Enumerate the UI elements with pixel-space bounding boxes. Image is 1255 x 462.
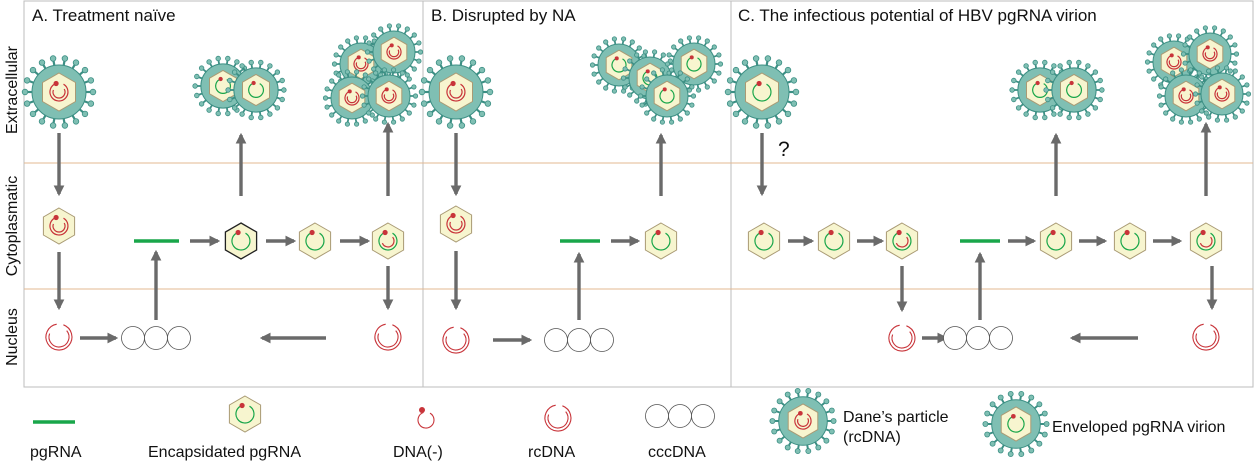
- c-capsid-2: [817, 222, 851, 260]
- legend-dane-label-2: (rcDNA): [843, 429, 901, 446]
- c-dane-cluster-4: [1192, 65, 1252, 123]
- legend-cccdna-symbol: [645, 404, 715, 428]
- label-cytoplasmatic: Cytoplasmatic: [4, 176, 21, 276]
- legend-encapsidated-symbol: [228, 395, 262, 433]
- c-recycled-rcdna: [1192, 323, 1220, 351]
- panel-a-title: A. Treatment naïve: [32, 6, 176, 25]
- label-nucleus: Nucleus: [4, 308, 21, 366]
- label-extracellular: Extracellular: [4, 45, 21, 134]
- c-capsid-1: [747, 222, 781, 260]
- legend-cccdna-label: cccDNA: [648, 444, 706, 461]
- panel-b-title: B. Disrupted by NA: [431, 6, 576, 25]
- a-nucleus-rcdna: [45, 323, 73, 351]
- legend-dna-minus-label: DNA(-): [393, 444, 443, 461]
- a-capsid-rcdna: [371, 222, 405, 260]
- b-pgrna-virion-4: [637, 67, 697, 125]
- b-capsid-pgrna: [644, 222, 678, 260]
- c-capsid-3: [885, 222, 919, 260]
- b-dane-particle: [418, 55, 494, 129]
- legend-encapsidated-label: Encapsidated pgRNA: [148, 444, 301, 461]
- a-dane-particle: [21, 55, 97, 129]
- b-nucleus-rcdna: [442, 326, 470, 354]
- legend-dna-minus-symbol: [417, 407, 435, 429]
- b-capsid-rc: [439, 205, 473, 243]
- legend-enveloped-label: Enveloped pgRNA virion: [1052, 419, 1225, 436]
- a-capsid-rc: [42, 207, 76, 245]
- a-cccdna: [121, 326, 191, 350]
- legend-rcdna-label: rcDNA: [528, 444, 575, 461]
- legend-enveloped-symbol: [982, 390, 1050, 458]
- arrows: [53, 121, 1218, 346]
- legend-dane-symbol: [769, 387, 837, 455]
- legend-pgrna-label: pgRNA: [30, 444, 82, 461]
- c-capsid-pgrna: [1039, 222, 1073, 260]
- a-pgrna-virion-2: [225, 59, 287, 121]
- question-mark: ?: [778, 138, 790, 161]
- legend-rcdna-symbol: [544, 404, 572, 432]
- a-capsid-dnaminus: [298, 222, 332, 260]
- c-nucleus-rcdna: [888, 324, 916, 352]
- b-cccdna: [544, 328, 614, 352]
- panel-frames: [23, 0, 1254, 388]
- compartment-dividers: [24, 162, 1253, 290]
- artwork: [21, 23, 1252, 458]
- c-pgrna-virion-2: [1043, 59, 1105, 121]
- a-recycled-rcdna: [374, 323, 402, 351]
- a-dane-cluster-4: [359, 67, 419, 125]
- a-capsid-pgrna: [224, 222, 258, 260]
- legend-dane-label-1: Dane’s particle: [843, 409, 949, 426]
- c-pgrna-virion: [724, 55, 800, 129]
- c-capsid-rcdna: [1189, 222, 1223, 260]
- c-capsid-dnaminus: [1113, 222, 1147, 260]
- c-cccdna: [943, 326, 1013, 350]
- panel-c-title: C. The infectious potential of HBV pgRNA…: [738, 6, 1097, 25]
